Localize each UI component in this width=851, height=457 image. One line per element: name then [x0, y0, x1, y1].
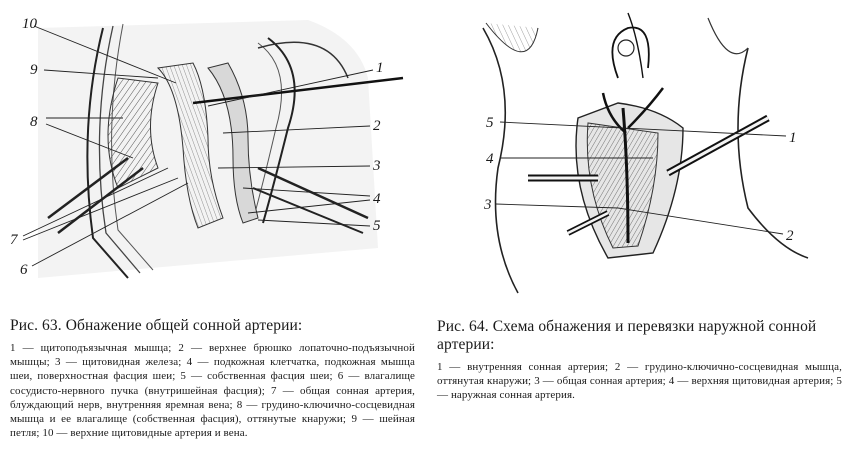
ligature-loop	[611, 26, 650, 79]
figure-63-caption: Рис. 63. Обнажение общей сонной артерии:…	[10, 317, 415, 440]
retractor-left-2	[57, 167, 144, 234]
fig63-label-2: 2	[373, 118, 381, 134]
thyroid-area	[207, 62, 259, 224]
figure-63-svg: 10 9 1 8 2 3 4 5 7 6	[10, 16, 404, 279]
figure-64-title: Рис. 64. Схема обнажения и перевязки нар…	[437, 318, 817, 353]
surgical-probe	[192, 76, 404, 105]
figure-63-legend: 1 — щитоподъязычная мышца; 2 — верхнее б…	[10, 342, 415, 440]
fig63-label-10: 10	[22, 16, 38, 32]
fig63-label-5: 5	[373, 218, 381, 234]
fig64-label-1: 1	[789, 130, 797, 146]
fig63-label-9: 9	[30, 62, 38, 78]
retractor-right-1	[257, 166, 369, 220]
fig63-label-4: 4	[373, 191, 381, 207]
fig64-label-2: 2	[786, 228, 794, 244]
figure-64-illustration: 5 1 4 3 2	[478, 8, 818, 295]
fig63-label-8: 8	[30, 114, 38, 130]
common-carotid-vessel	[621, 107, 630, 244]
figure-64-svg: 5 1 4 3 2	[482, 12, 809, 294]
fig64-label-4: 4	[486, 151, 494, 167]
figure-63-illustration: 10 9 1 8 2 3 4 5 7 6	[8, 8, 410, 295]
wound-edge-right	[262, 37, 296, 224]
figure-63-leader-lines	[22, 25, 374, 267]
figure-63-title: Рис. 63. Обнажение общей сонной артерии:	[10, 317, 303, 334]
fig64-label-5: 5	[486, 115, 494, 131]
internal-carotid-vessel	[601, 92, 627, 134]
vessel-bundle	[156, 62, 224, 229]
retractor-left-1	[47, 157, 129, 219]
fig63-label-1: 1	[376, 60, 384, 76]
neck-outline-left	[482, 27, 519, 294]
fig63-label-6: 6	[20, 262, 28, 278]
wound-edge-left	[86, 27, 129, 279]
neck-outline-right	[737, 47, 809, 259]
retracted-muscle	[107, 77, 159, 189]
figure-64-caption: Рис. 64. Схема обнажения и перевязки нар…	[437, 318, 842, 403]
figure-64-leader-lines	[495, 121, 787, 235]
external-carotid-vessel	[627, 87, 664, 129]
figure-64-legend: 1 — внутренняя сонная артерия; 2 — груди…	[437, 361, 842, 402]
fig63-label-3: 3	[372, 158, 381, 174]
fig64-label-3: 3	[483, 197, 492, 213]
fig63-label-7: 7	[10, 232, 19, 248]
jaw-region	[485, 22, 539, 53]
